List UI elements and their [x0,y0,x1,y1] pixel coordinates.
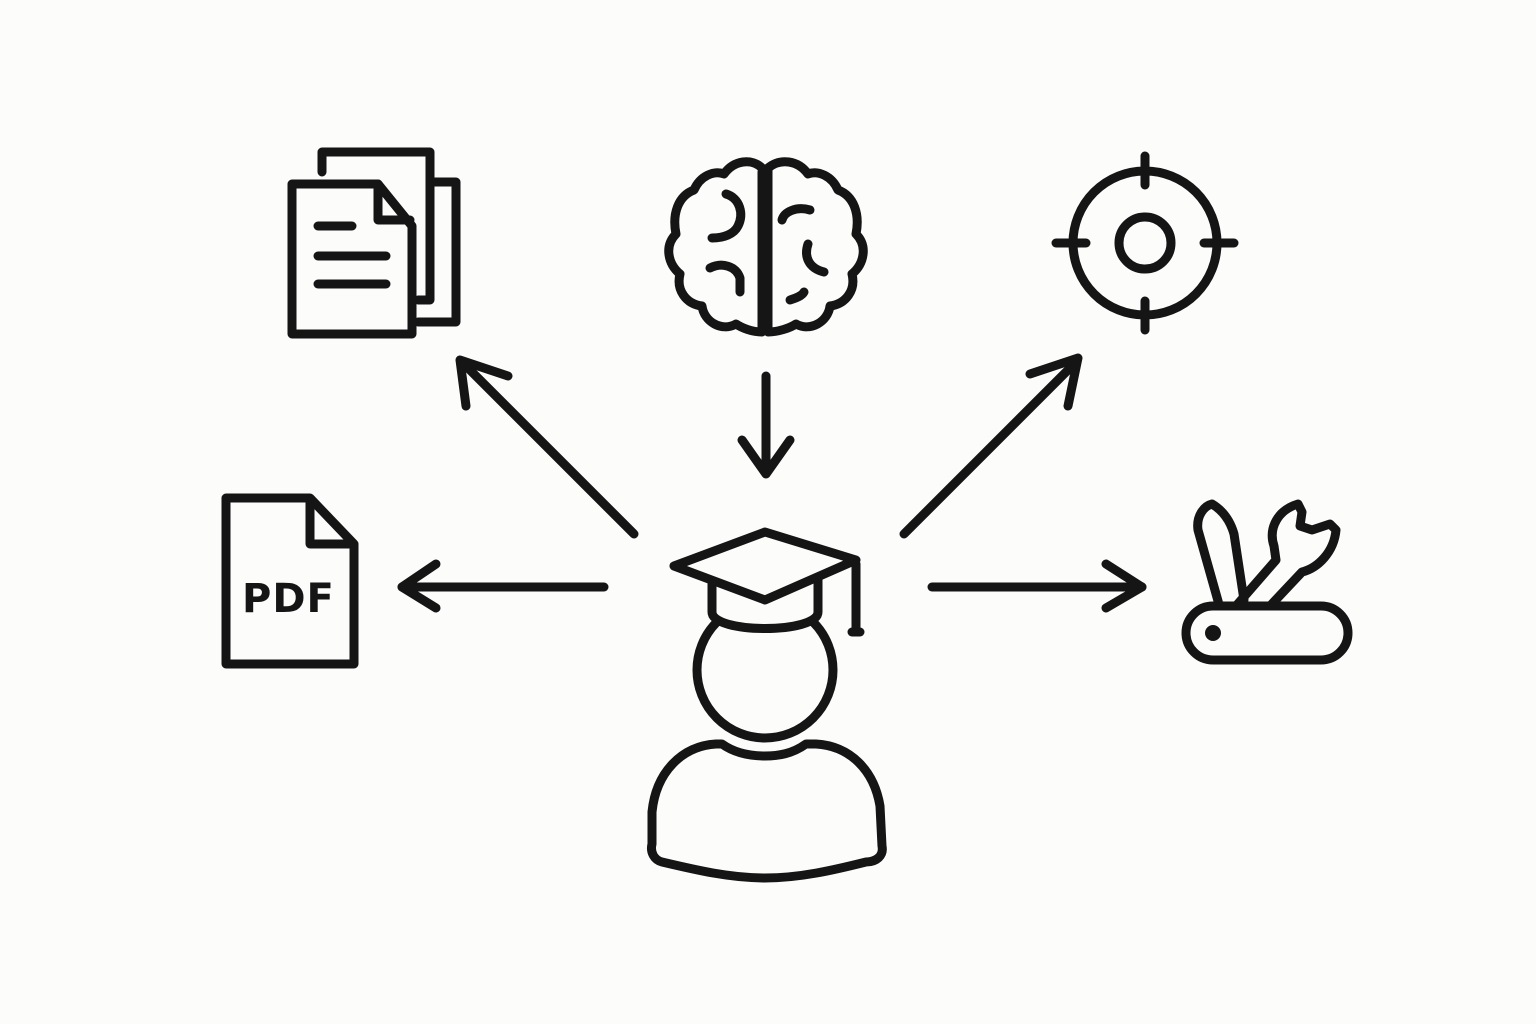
arrow-knowledge-to-student [737,371,795,479]
brain-icon [664,157,868,337]
documents-stack-icon [287,147,461,339]
arrow-student-to-pdf [397,559,609,613]
arrow-student-to-documents [455,355,639,539]
graduate-student-icon [647,527,887,883]
pdf-file-icon: PDF [221,493,359,669]
arrow-student-to-tools [927,559,1147,613]
multitool-icon [1181,499,1353,665]
pdf-label: PDF [242,576,335,622]
target-icon [1051,151,1239,335]
arrow-student-to-goal [899,353,1083,539]
